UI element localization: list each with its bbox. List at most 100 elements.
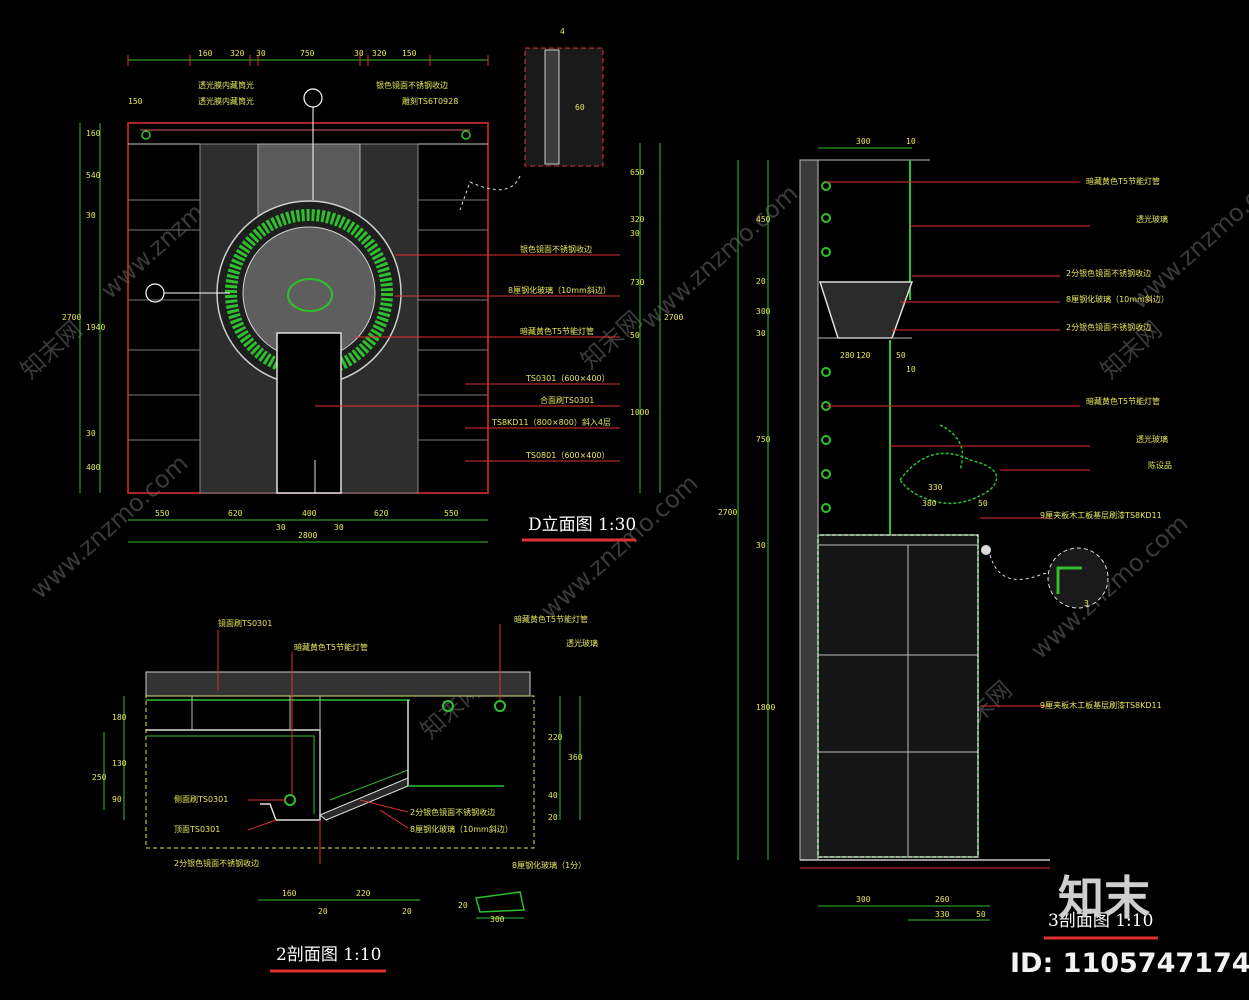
elev-left-dim: 160 xyxy=(86,129,101,138)
elev-right-dim: 50 xyxy=(630,331,640,340)
elev-label-right: 银色镜面不锈钢收边 xyxy=(520,244,592,254)
detail-mark: 3 xyxy=(1084,599,1089,608)
section-marker-2 xyxy=(145,283,230,303)
section-marker-3 xyxy=(303,88,323,200)
inset-dim: 4 xyxy=(560,27,565,36)
sec2-left-dim: 250 xyxy=(92,773,107,782)
sec2-label-right: 2分银色镜面不锈钢收边 xyxy=(410,807,495,817)
sec3-shelf-dim: 120 xyxy=(856,351,871,360)
sec3-label: 透光玻璃 xyxy=(1136,214,1168,224)
sec2-right-dim: 360 xyxy=(568,753,583,762)
sec3-label: 透光玻璃 xyxy=(1136,434,1168,444)
sec3-label: 9厘夹板木工板基层刷漆TS8KD11 xyxy=(1040,700,1162,710)
sec2-label-top: 暗藏黄色T5节能灯管 xyxy=(514,614,588,624)
sec3-left-dim: 20 xyxy=(756,277,766,286)
elev-top-dim: 150 xyxy=(402,49,417,58)
sec2-bottom-dim: 20 xyxy=(402,907,412,916)
elev-top-dim: 30 xyxy=(354,49,364,58)
sec3-label: 2分银色镜面不锈钢收边 xyxy=(1066,322,1151,332)
d-elevation: 160 320 30 750 30 320 150 150 透光膜内藏筒光 透光… xyxy=(62,27,683,543)
title-section-3: 3剖面图 1:10 xyxy=(1048,911,1153,931)
elev-top-dim: 30 xyxy=(256,49,266,58)
sec2-bottom-dim: 20 xyxy=(318,907,328,916)
sec2-bottom-dim: 220 xyxy=(356,889,371,898)
sec3-left-total: 2700 xyxy=(718,508,737,517)
sec2-label-left: 2分银色镜面不锈钢收边 xyxy=(174,858,259,868)
elev-bottom-dim: 550 xyxy=(444,509,459,518)
elev-bottom-dim: 30 xyxy=(334,523,344,532)
detail-inset-1 xyxy=(524,47,604,167)
elev-right-dim: 650 xyxy=(630,168,645,177)
elev-left-dim: 30 xyxy=(86,429,96,438)
elev-label-right: 合面刷TS0301 xyxy=(540,395,594,405)
sec3-left-dim: 30 xyxy=(756,329,766,338)
sec3-label: 9厘夹板木工板基层刷漆TS8KD11 xyxy=(1040,510,1162,520)
elev-left-dim: 1940 xyxy=(86,323,105,332)
elev-bottom-dim: 620 xyxy=(374,509,389,518)
title-elevation: D立面图 1:30 xyxy=(528,515,636,535)
inset-dim: 60 xyxy=(575,103,585,112)
sec3-label: 暗藏黄色T5节能灯管 xyxy=(1086,176,1160,186)
elev-label-top: 银色镜面不锈钢收边 xyxy=(376,80,448,90)
elev-label-top: 雕刻TS6T0928 xyxy=(402,96,458,106)
sec3-left-dim: 750 xyxy=(756,435,771,444)
elev-left-dim: 400 xyxy=(86,463,101,472)
elev-top-dim: 750 xyxy=(300,49,315,58)
elev-top-dim: 320 xyxy=(230,49,245,58)
sec2-label-top: 透光玻璃 xyxy=(566,638,598,648)
elev-bottom-dim: 620 xyxy=(228,509,243,518)
sec2-right-dim: 220 xyxy=(548,733,563,742)
sec2-right-dim: 40 xyxy=(548,791,558,800)
sec2-left-dim: 130 xyxy=(112,759,127,768)
elev-top-dim: 160 xyxy=(198,49,213,58)
sec2-label-left: 侧面刷TS0301 xyxy=(174,794,228,804)
display-object xyxy=(899,452,998,505)
sec3-bottom-dim: 50 xyxy=(976,910,986,919)
sec2-bottom-dim: 160 xyxy=(282,889,297,898)
pedestal xyxy=(276,332,342,494)
sec3-label: 2分银色镜面不锈钢收边 xyxy=(1066,268,1151,278)
wall-section xyxy=(799,159,819,861)
ornament-icon xyxy=(287,278,333,312)
brand-area: 知末 ID: 1105747174 xyxy=(1010,871,1249,979)
elev-right-dim: 30 xyxy=(630,229,640,238)
watermark-cn: 知末网 xyxy=(15,315,87,384)
elev-label-right: TS8KD11（800×800）斜入4层 xyxy=(491,417,611,427)
watermark-url: www.znzmo.com xyxy=(25,449,193,604)
sec3-left-dim: 300 xyxy=(756,307,771,316)
sec3-left-dim: 450 xyxy=(756,215,771,224)
elev-label-right: TS0801（600×400） xyxy=(525,451,610,460)
elev-left-total: 2700 xyxy=(62,313,81,322)
ceiling-slab xyxy=(145,671,531,697)
elev-label-right: 暗藏黄色T5节能灯管 xyxy=(520,326,594,336)
cabinet xyxy=(817,534,979,858)
sec2-label-left: 顶面TS0301 xyxy=(174,825,220,834)
sec3-shelf-dim: 10 xyxy=(906,365,916,374)
elev-bottom-dim: 400 xyxy=(302,509,317,518)
sec3-bottom-dim: 330 xyxy=(935,910,950,919)
elev-label-top: 透光膜内藏筒光 xyxy=(198,80,254,90)
sec2-label-top: 暗藏黄色T5节能灯管 xyxy=(294,642,368,652)
detail-callout xyxy=(1047,547,1109,609)
sec2-left-dim: 180 xyxy=(112,713,127,722)
glass-label: 8厘钢化玻璃（1分） xyxy=(512,860,586,870)
elev-left-dim: 30 xyxy=(86,211,96,220)
section-2: 镜面刷TS0301 暗藏黄色T5节能灯管 暗藏黄色T5节能灯管 透光玻璃 侧面刷… xyxy=(92,614,598,973)
sec3-shelf-dim: 280 xyxy=(840,351,855,360)
elev-top-mark: 150 xyxy=(128,97,143,106)
image-id: ID: 1105747174 xyxy=(1010,948,1249,979)
sec3-mid-dim: 380 xyxy=(922,499,937,508)
sec2-label-top: 镜面刷TS0301 xyxy=(218,618,272,628)
glass-piece xyxy=(475,891,525,913)
elev-right-dim: 730 xyxy=(630,278,645,287)
elev-top-dim: 320 xyxy=(372,49,387,58)
elev-right-dim: 1000 xyxy=(630,408,649,417)
sec2-left-dim: 90 xyxy=(112,795,122,804)
elev-label-top: 透光膜内藏筒光 xyxy=(198,96,254,106)
sec3-mid-dim: 50 xyxy=(978,499,988,508)
sec3-mid-dim: 330 xyxy=(928,483,943,492)
sec3-left-dim: 1800 xyxy=(756,703,775,712)
glass-dim: 20 xyxy=(458,901,468,910)
elev-bottom-dim: 550 xyxy=(155,509,170,518)
